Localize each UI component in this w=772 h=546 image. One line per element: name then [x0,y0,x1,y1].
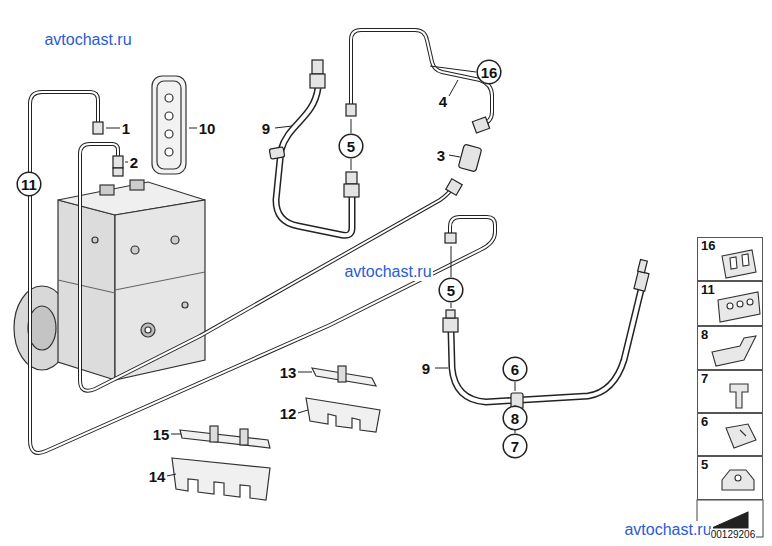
grommet-plate [152,76,186,174]
legend-cell: 6 [697,413,763,456]
watermark: avtochast.ru [343,263,432,281]
callout-ring-outline [503,406,527,430]
sidebar-icons [697,250,763,537]
callout-number: 7 [511,439,519,454]
callout-circle: 16 [476,59,502,85]
fittings [93,60,649,409]
callout-number: 11 [701,283,715,297]
callout-number: 14 [148,468,167,485]
callout-number: 10 [198,120,217,137]
callout-number: 16 [701,239,715,253]
callout-ring-outline [477,60,501,84]
callout-number: 11 [21,177,37,192]
legend-cell: 16 [697,237,763,281]
callout-number: 2 [129,154,139,171]
callout-number: 5 [701,458,708,472]
callout-ring-outline [17,172,41,196]
callout-circle: 6 [502,356,528,382]
diagram-number: 00129206 [710,529,757,541]
legend-cell: 11 [697,281,763,326]
callout-number: 12 [279,405,298,422]
callout-ring-outline [503,357,527,381]
callout-ring-outline [339,134,363,158]
callout-number: 16 [481,65,498,80]
callout-circle: 7 [502,433,528,459]
brake-pipes [30,30,495,453]
callout-number: 15 [152,426,171,443]
legend-cell: 7 [697,370,763,413]
callout-number: 6 [511,362,519,377]
callout-circle: 11 [16,171,42,197]
watermark: avtochast.ru [623,521,712,539]
callout-circle: 5 [338,133,364,159]
callout-circle: 8 [502,405,528,431]
callout-ring-outline [503,434,527,458]
callout-number: 6 [701,415,708,429]
callout-number: 9 [421,360,431,377]
legend-cell: 8 [697,326,763,370]
brake-hoses [276,88,641,402]
callout-circle: 5 [438,277,464,303]
callout-number: 5 [447,283,455,298]
callout-number: 7 [701,372,708,386]
callout-ring-outline [439,278,463,302]
clips [172,366,380,500]
callout-number: 5 [347,139,355,154]
callout-number: 9 [261,120,271,137]
callout-number: 8 [701,328,708,342]
callout-number: 13 [279,364,298,381]
legend-cell: 5 [697,456,763,500]
watermark: avtochast.ru [43,31,132,49]
leader-lines [106,66,515,476]
callout-number: 3 [436,147,446,164]
callout-number: 4 [438,93,448,110]
callout-number: 1 [121,120,131,137]
callout-number: 8 [511,411,519,426]
